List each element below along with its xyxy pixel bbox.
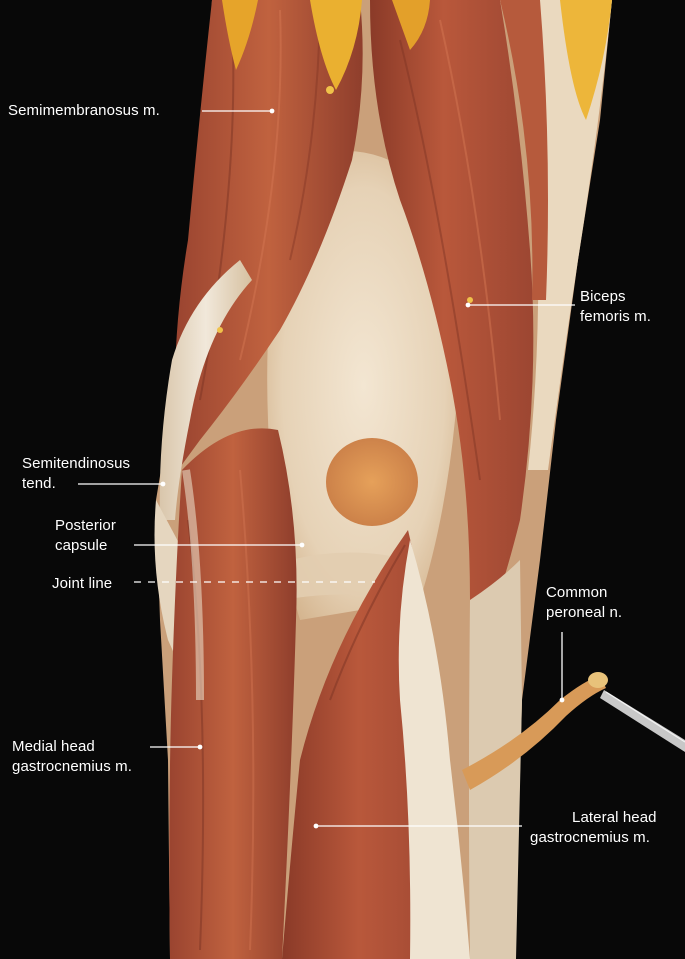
capsule-text-1: Posterior: [55, 517, 116, 534]
biceps-femoris-muscle: [370, 0, 612, 620]
lateral-gastrocnemius-muscle: [282, 530, 470, 959]
lateral-text-1: Lateral head: [572, 809, 657, 826]
semimembranosus-label: Semimembranosus m.: [8, 101, 160, 121]
peroneal-text-2: peroneal n.: [546, 604, 623, 621]
medial-text-1: Medial head: [12, 738, 95, 755]
posterior-capsule-label: Posterior capsule: [55, 516, 116, 556]
lateral-gastrocnemius-label: Lateral head gastrocnemius m.: [530, 808, 657, 848]
semimembranosus-text: Semimembranosus m.: [8, 102, 160, 119]
medial-gastrocnemius-label: Medial head gastrocnemius m.: [12, 737, 132, 777]
lateral-text-2: gastrocnemius m.: [530, 829, 650, 846]
common-peroneal-nerve: [462, 672, 608, 790]
peroneal-text-1: Common: [546, 584, 608, 601]
common-peroneal-label: Common peroneal n.: [546, 583, 622, 623]
medial-gastrocnemius-muscle: [169, 428, 297, 959]
semitendinosus-text-2: tend.: [22, 475, 56, 492]
capsule-text-2: capsule: [55, 537, 108, 554]
joint-line-text: Joint line: [52, 575, 113, 592]
semitendinosus-label: Semitendinosus tend.: [22, 454, 130, 494]
forceps-instrument: [600, 690, 685, 752]
joint-line-label: Joint line: [52, 574, 112, 594]
leader-lines: [78, 108, 575, 829]
biceps-femoris-label: Biceps femoris m.: [580, 287, 651, 327]
biceps-text-1: Biceps: [580, 288, 626, 305]
biceps-text-2: femoris m.: [580, 308, 652, 325]
semitendinosus-text-1: Semitendinosus: [22, 455, 131, 472]
medial-text-2: gastrocnemius m.: [12, 758, 132, 775]
